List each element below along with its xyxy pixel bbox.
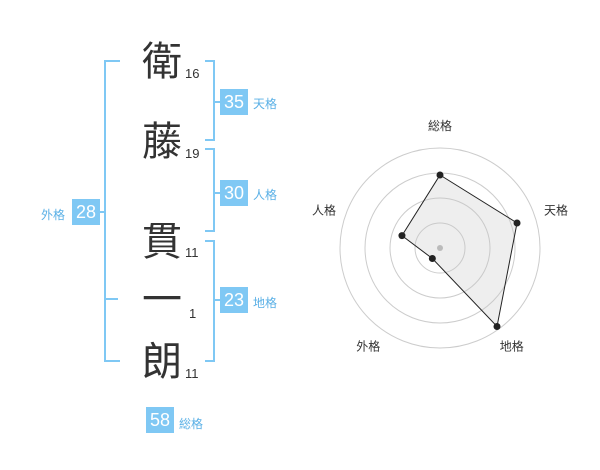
radar-axis-label-1: 総格 bbox=[428, 118, 452, 133]
name-char-2: 藤 bbox=[142, 119, 182, 165]
radar-point-3 bbox=[493, 322, 501, 330]
tenkaku-bracket bbox=[205, 60, 215, 141]
name-char-3: 貫 bbox=[142, 219, 182, 265]
gaikaku-value: 28 bbox=[72, 199, 100, 225]
radar-ring-1 bbox=[414, 222, 466, 274]
radar-ring-2 bbox=[389, 197, 491, 299]
gaikaku-bracket bbox=[104, 60, 120, 362]
radar-points bbox=[398, 171, 521, 330]
radar-axis-label-4: 外格 bbox=[356, 339, 380, 354]
name-char-4: 一 bbox=[142, 277, 182, 323]
jinkaku-value: 30 bbox=[220, 180, 248, 206]
radar-point-4 bbox=[428, 255, 436, 263]
chikaku-connector bbox=[215, 299, 220, 301]
radar-axis-label-3: 地格 bbox=[500, 339, 524, 354]
radar-ring-4 bbox=[339, 147, 541, 349]
stroke-count-3: 11 bbox=[185, 245, 199, 260]
soukaku-label: 総格 bbox=[179, 417, 204, 431]
gaikaku-split-tick bbox=[104, 298, 118, 300]
radar-axis-label-2: 天格 bbox=[544, 202, 568, 217]
stroke-count-4: 1 bbox=[189, 306, 197, 321]
radar-point-5 bbox=[398, 232, 406, 240]
chikaku-bracket bbox=[205, 240, 215, 362]
tenkaku-connector bbox=[215, 101, 220, 103]
radar-point-1 bbox=[436, 171, 444, 179]
stroke-count-2: 19 bbox=[185, 146, 200, 161]
radar-area-polygon bbox=[401, 174, 518, 328]
name-char-1: 衛 bbox=[142, 39, 182, 85]
stroke-count-1: 16 bbox=[185, 66, 200, 81]
radar-rings bbox=[339, 147, 541, 349]
gaikaku-label: 外格 bbox=[41, 208, 66, 222]
radar-point-2 bbox=[513, 219, 521, 227]
name-char-5: 朗 bbox=[142, 339, 182, 385]
gaikaku-connector bbox=[98, 211, 104, 213]
tenkaku-label: 天格 bbox=[253, 97, 278, 111]
jinkaku-label: 人格 bbox=[253, 188, 278, 202]
radar-center-dot bbox=[437, 245, 443, 251]
soukaku-value: 58 bbox=[146, 407, 174, 433]
jinkaku-bracket bbox=[205, 148, 215, 232]
jinkaku-connector bbox=[215, 192, 220, 194]
radar-axis-label-5: 人格 bbox=[312, 202, 336, 217]
stroke-count-5: 11 bbox=[185, 366, 199, 381]
tenkaku-value: 35 bbox=[220, 89, 248, 115]
chikaku-value: 23 bbox=[220, 287, 248, 313]
chikaku-label: 地格 bbox=[253, 296, 278, 310]
